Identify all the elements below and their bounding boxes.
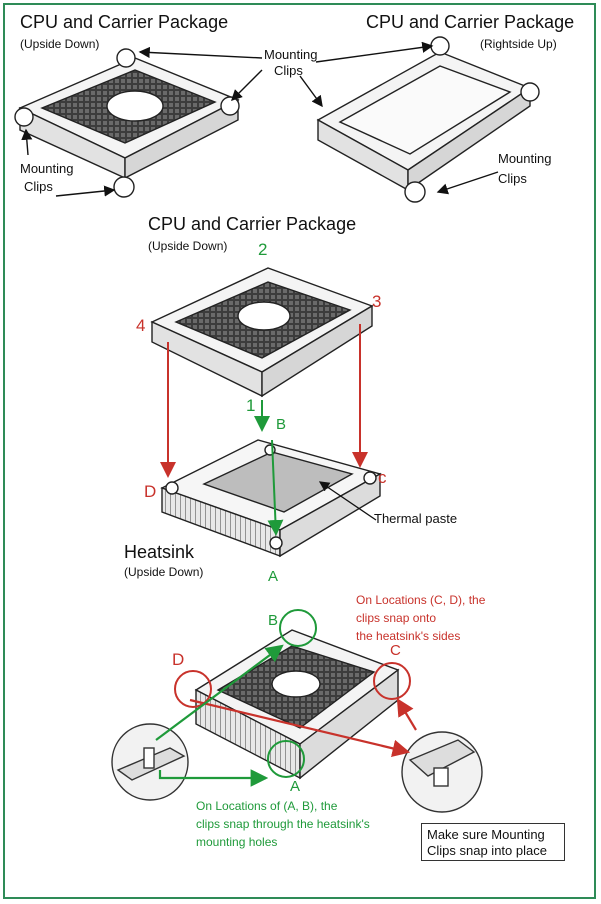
mounting-clips-arrows — [21, 41, 499, 197]
number-4: 4 — [136, 316, 146, 335]
middle-title: CPU and Carrier Package — [148, 214, 357, 234]
detail-arrows — [155, 644, 417, 787]
letter-c-bottom: C — [390, 642, 401, 659]
letter-b-middle: B — [276, 416, 287, 433]
top-right-subtitle: (Rightside Up) — [480, 37, 557, 51]
zoom-inset-right — [401, 731, 483, 813]
top-right-title: CPU and Carrier Package — [366, 12, 575, 32]
diagram-frame — [3, 3, 596, 899]
letter-d-bottom: D — [172, 650, 185, 669]
heatsink-subtitle: (Upside Down) — [124, 565, 204, 579]
letter-c-middle: c — [378, 468, 387, 487]
green-note-line1: On Locations of (A, B), the — [196, 799, 338, 813]
note-line2: Clips snap into place — [427, 843, 547, 859]
highlight-circle-a — [267, 740, 305, 778]
number-1: 1 — [246, 396, 256, 415]
number-3: 3 — [372, 292, 382, 311]
letter-a-middle: A — [268, 568, 279, 585]
carrier-rightside-up-top — [316, 36, 540, 203]
top-left-title: CPU and Carrier Package — [20, 12, 229, 32]
mounting-clips-center-line2: Clips — [274, 63, 303, 78]
middle-subtitle: (Upside Down) — [148, 239, 228, 253]
top-left-subtitle: (Upside Down) — [20, 37, 100, 51]
green-note-line3: mounting holes — [196, 835, 278, 849]
heatsink-middle — [160, 439, 382, 558]
snap-into-place-note: Make sure Mounting Clips snap into place — [421, 823, 565, 861]
mounting-clips-right-line2: Clips — [498, 171, 527, 186]
highlight-circle-b — [279, 609, 317, 647]
number-2: 2 — [258, 240, 268, 259]
carrier-upside-down-top — [14, 48, 240, 198]
zoom-inset-left — [111, 723, 189, 801]
red-note-line2: clips snap onto — [356, 611, 437, 625]
mounting-clips-left-line1: Mounting — [20, 161, 74, 176]
note-line1: Make sure Mounting — [427, 827, 545, 842]
thermal-paste-label: Thermal paste — [374, 511, 458, 526]
alignment-arrows — [160, 324, 368, 536]
assembly-bottom — [194, 629, 400, 780]
green-note-line2: clips snap through the heatsink's — [196, 817, 370, 831]
thermal-paste-arrow — [318, 481, 377, 521]
highlight-circle-d — [174, 670, 212, 708]
mounting-clips-right-line1: Mounting — [498, 151, 552, 166]
red-note-line1: On Locations (C, D), the — [356, 593, 486, 607]
mounting-clips-center-line1: Mounting — [264, 47, 318, 62]
red-note-line3: the heatsink's sides — [356, 629, 461, 643]
letter-a-bottom: A — [290, 778, 301, 795]
heatsink-title: Heatsink — [124, 542, 195, 562]
carrier-middle — [150, 267, 374, 398]
letter-b-bottom: B — [268, 612, 279, 629]
letter-d-middle: D — [144, 482, 157, 501]
mounting-clips-left-line2: Clips — [24, 179, 53, 194]
highlight-circle-c — [373, 662, 411, 700]
